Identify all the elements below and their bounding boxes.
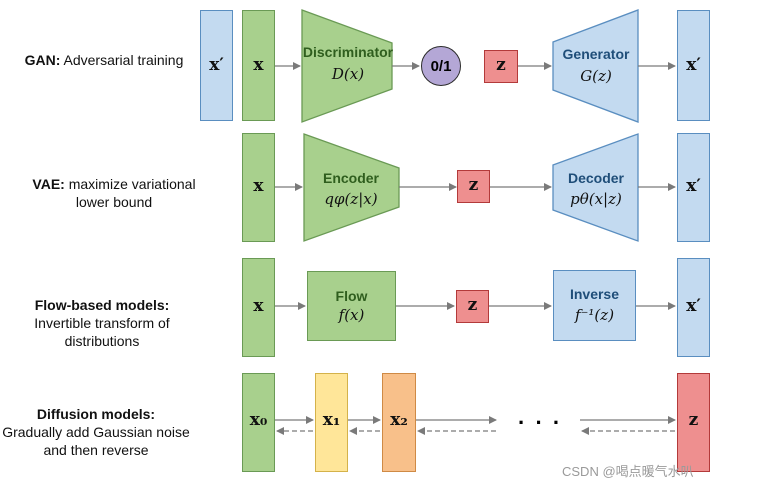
gan-label-title: GAN: [24,52,61,68]
gan-x-prime-input-box [200,10,233,121]
gan-x-prime-output-box [677,10,710,121]
inverse-math: f⁻¹(z) [574,306,615,324]
generator-math: G(z) [580,67,612,85]
gan-x-box [242,10,275,121]
gan-label-desc: Adversarial training [60,52,184,68]
discriminator-title: Discriminator [302,44,394,60]
vae-x-prime-symbol: x′ [686,176,701,196]
flow-x-symbol: x [253,296,264,316]
gan-z-symbol: z [496,55,506,75]
encoder-math: qφ(z|x) [324,190,378,208]
diffusion-x2-symbol: x₂ [390,410,408,430]
flow-z-symbol: z [467,295,478,315]
discriminator-output-circle: 0/1 [421,46,461,86]
diffusion-x0-symbol: x₀ [249,410,268,430]
decoder-shape [552,133,639,242]
flow-x-prime-box [677,258,710,357]
diffusion-label: Diffusion models: Gradually add Gaussian … [0,405,196,459]
discriminator-math: D(x) [331,65,365,83]
encoder-shape [303,133,400,242]
flow-label: Flow-based models: Invertible transform o… [2,296,202,350]
flow-label-desc: Invertible transform of distributions [34,315,170,349]
vae-x-symbol: x [253,176,264,196]
diffusion-x1-symbol: x₁ [322,410,341,430]
vae-x-box [242,133,275,242]
diffusion-x0-box [242,373,275,472]
diffusion-x1-box [315,373,348,472]
diffusion-label-title: Diffusion models: [36,406,156,422]
flow-math: f(x) [338,306,365,324]
gan-x-prime-input-symbol: x′ [209,55,224,75]
output-circle-label: 0/1 [430,57,452,75]
vae-z-symbol: z [468,175,479,195]
flow-x-prime-symbol: x′ [686,296,701,316]
diffusion-label-desc: Gradually add Gaussian noise and then re… [2,424,190,458]
vae-label-desc: maximize variational lower bound [64,176,196,210]
vae-x-prime-box [677,133,710,242]
flow-z-box [456,290,489,323]
flow-label-title: Flow-based models: [34,297,170,313]
vae-z-box [457,170,490,203]
decoder-math: pθ(x|z) [570,190,622,208]
inverse-box [553,270,636,341]
decoder-title: Decoder [567,170,625,186]
inverse-title: Inverse [569,286,620,302]
diffusion-ellipsis: · · · [518,410,563,435]
gan-label: GAN: Adversarial training [4,51,204,69]
gan-x-prime-output-symbol: x′ [686,55,701,75]
diffusion-z-symbol: z [688,410,699,430]
generator-shape [552,9,639,123]
watermark: CSDN @喝点暖气水叭 [562,464,694,479]
flow-x-box [242,258,275,357]
generator-title: Generator [562,46,630,62]
flow-title: Flow [335,288,368,304]
gan-x-symbol: x [253,55,264,75]
diffusion-z-box [677,373,710,472]
gan-z-box [484,50,518,83]
encoder-title: Encoder [322,170,379,186]
flow-box [307,271,396,341]
vae-label-title: VAE: [32,176,65,192]
diffusion-x2-box [382,373,416,472]
discriminator-shape [301,9,393,123]
vae-label: VAE: maximize variational lower bound [14,175,214,211]
